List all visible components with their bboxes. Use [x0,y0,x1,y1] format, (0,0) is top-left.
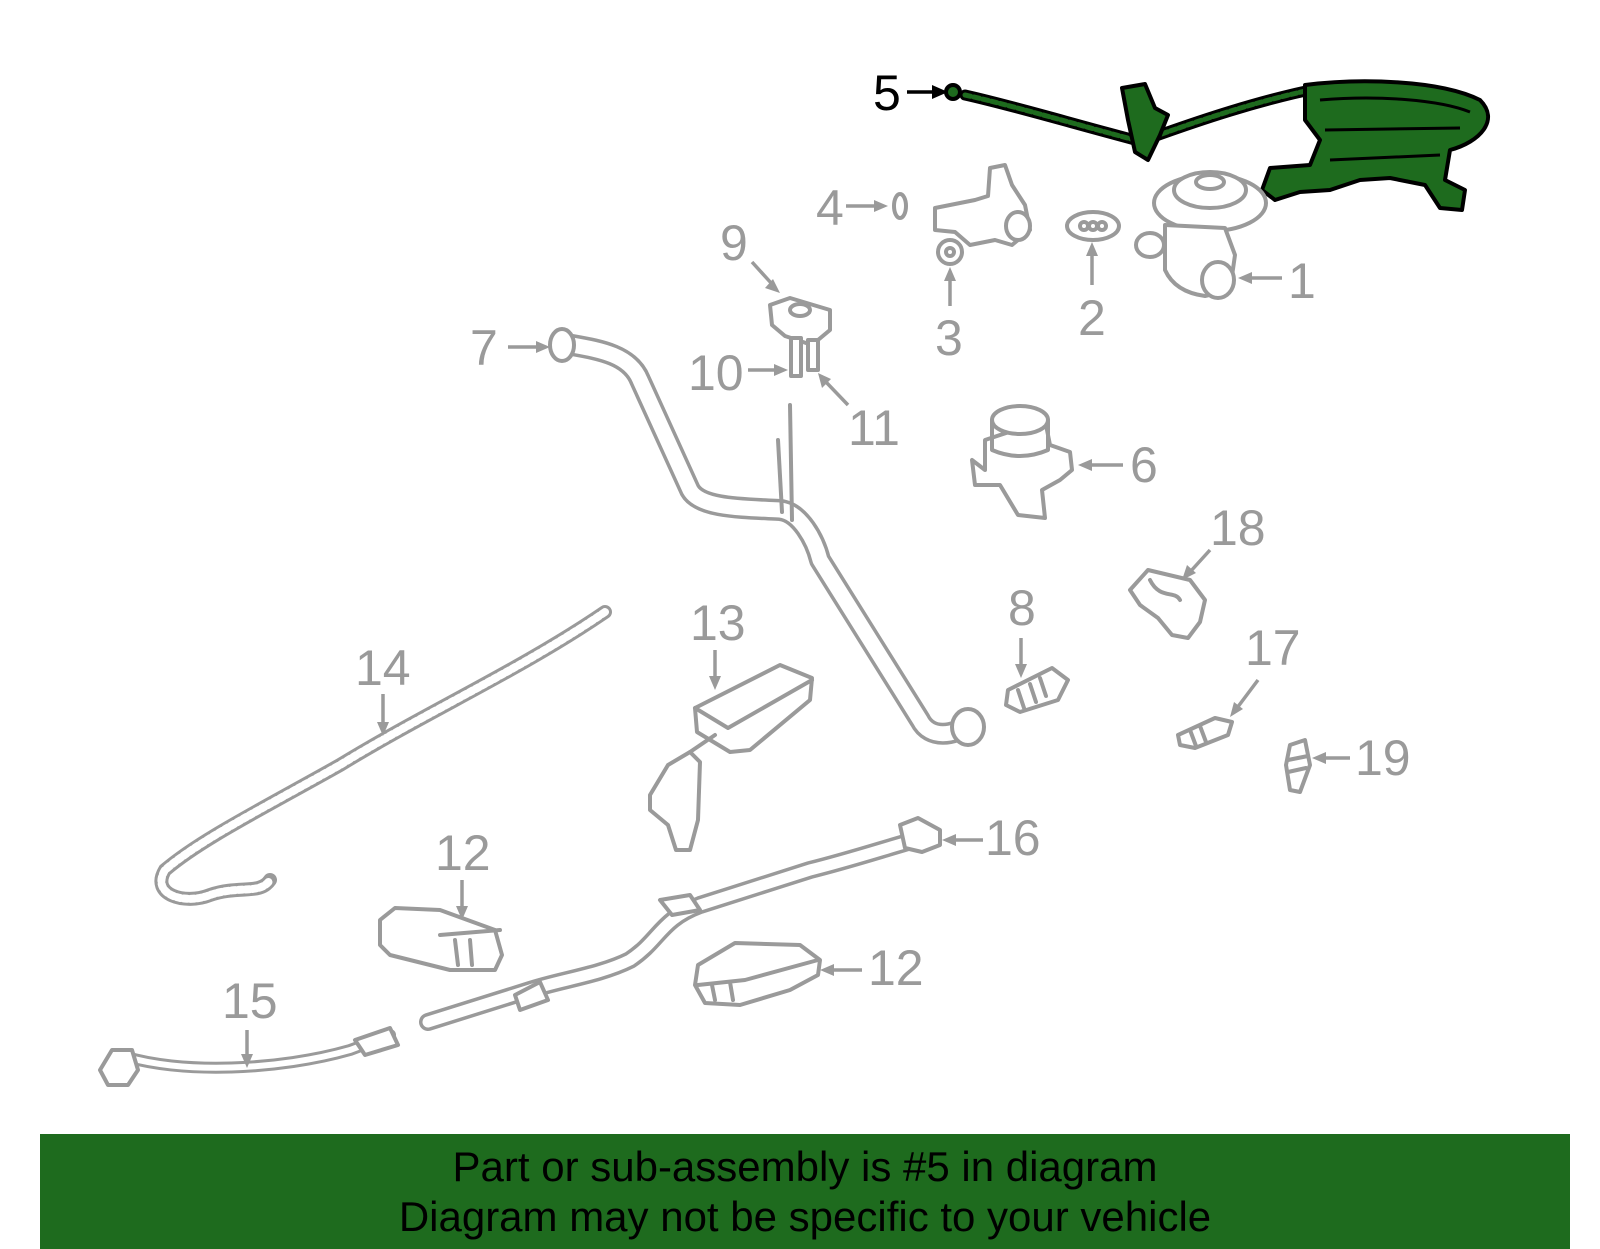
arrow-12a [456,880,468,920]
callout-16[interactable]: 16 [985,810,1041,866]
part-15-hose[interactable] [98,1026,400,1087]
part-12b-canister[interactable] [693,941,822,1007]
callout-9[interactable]: 9 [720,215,748,271]
callout-10[interactable]: 10 [688,345,744,401]
callout-6[interactable]: 6 [1130,437,1158,493]
part-3-bracket[interactable] [933,163,1032,266]
callout-11[interactable]: 11 [848,400,900,456]
part-2-gasket[interactable] [1065,210,1121,242]
notice-banner: Part or sub-assembly is #5 in diagram Di… [40,1134,1570,1249]
arrow-8 [1015,638,1027,678]
part-19-sensor[interactable] [1284,738,1312,794]
arrow-16 [942,834,983,846]
callout-12a[interactable]: 12 [435,825,491,881]
arrow-12b [820,964,862,976]
arrow-1 [1238,272,1282,284]
part-17-sensor[interactable] [1176,716,1234,750]
arrow-11 [818,373,850,407]
callout-2[interactable]: 2 [1078,290,1106,346]
banner-line-1: Part or sub-assembly is #5 in diagram [452,1143,1158,1190]
arrow-13 [709,650,721,690]
part-13-canister[interactable] [648,663,814,852]
part-18-bracket[interactable] [1128,568,1207,640]
part-4-o-ring[interactable] [892,192,908,220]
callout-12b[interactable]: 12 [868,940,924,996]
arrow-10 [748,364,788,376]
arrow-6 [1078,459,1123,471]
callout-7[interactable]: 7 [470,320,498,376]
part-1-egr-valve[interactable] [1134,170,1268,300]
arrow-19 [1312,752,1350,764]
part-7-egr-pipe[interactable] [548,327,986,747]
part-9-connector[interactable] [768,296,832,347]
callout-1[interactable]: 1 [1288,253,1316,309]
arrow-5 [907,85,948,99]
callout-19[interactable]: 19 [1355,730,1411,786]
part-12a-canister[interactable] [378,906,504,972]
part-11-pin[interactable] [806,338,820,372]
arrow-3 [944,267,956,306]
callout-8[interactable]: 8 [1008,580,1036,636]
arrow-7 [508,341,550,353]
callout-13[interactable]: 13 [690,595,746,651]
callout-5[interactable]: 5 [873,65,901,121]
part-8-sensor[interactable] [1004,666,1070,714]
part-5-wire-harness[interactable] [944,79,1491,212]
callout-15[interactable]: 15 [222,973,278,1029]
banner-line-2: Diagram may not be specific to your vehi… [398,1193,1212,1240]
part-14-harness[interactable] [154,605,612,906]
callout-17[interactable]: 17 [1245,620,1301,676]
part-10-pin[interactable] [789,336,803,378]
arrow-18 [1182,548,1212,580]
arrow-9 [750,260,780,293]
callout-4[interactable]: 4 [816,180,844,236]
arrow-14 [377,694,389,736]
callout-18[interactable]: 18 [1210,500,1266,556]
arrow-15 [241,1030,253,1068]
callout-14[interactable]: 14 [355,640,411,696]
arrow-2 [1086,242,1098,285]
part-16-vapor-pipe[interactable] [419,816,942,1031]
arrow-17 [1230,678,1260,717]
part-6-solenoid[interactable] [970,404,1074,520]
callout-3[interactable]: 3 [935,310,963,366]
arrow-4 [846,200,888,212]
